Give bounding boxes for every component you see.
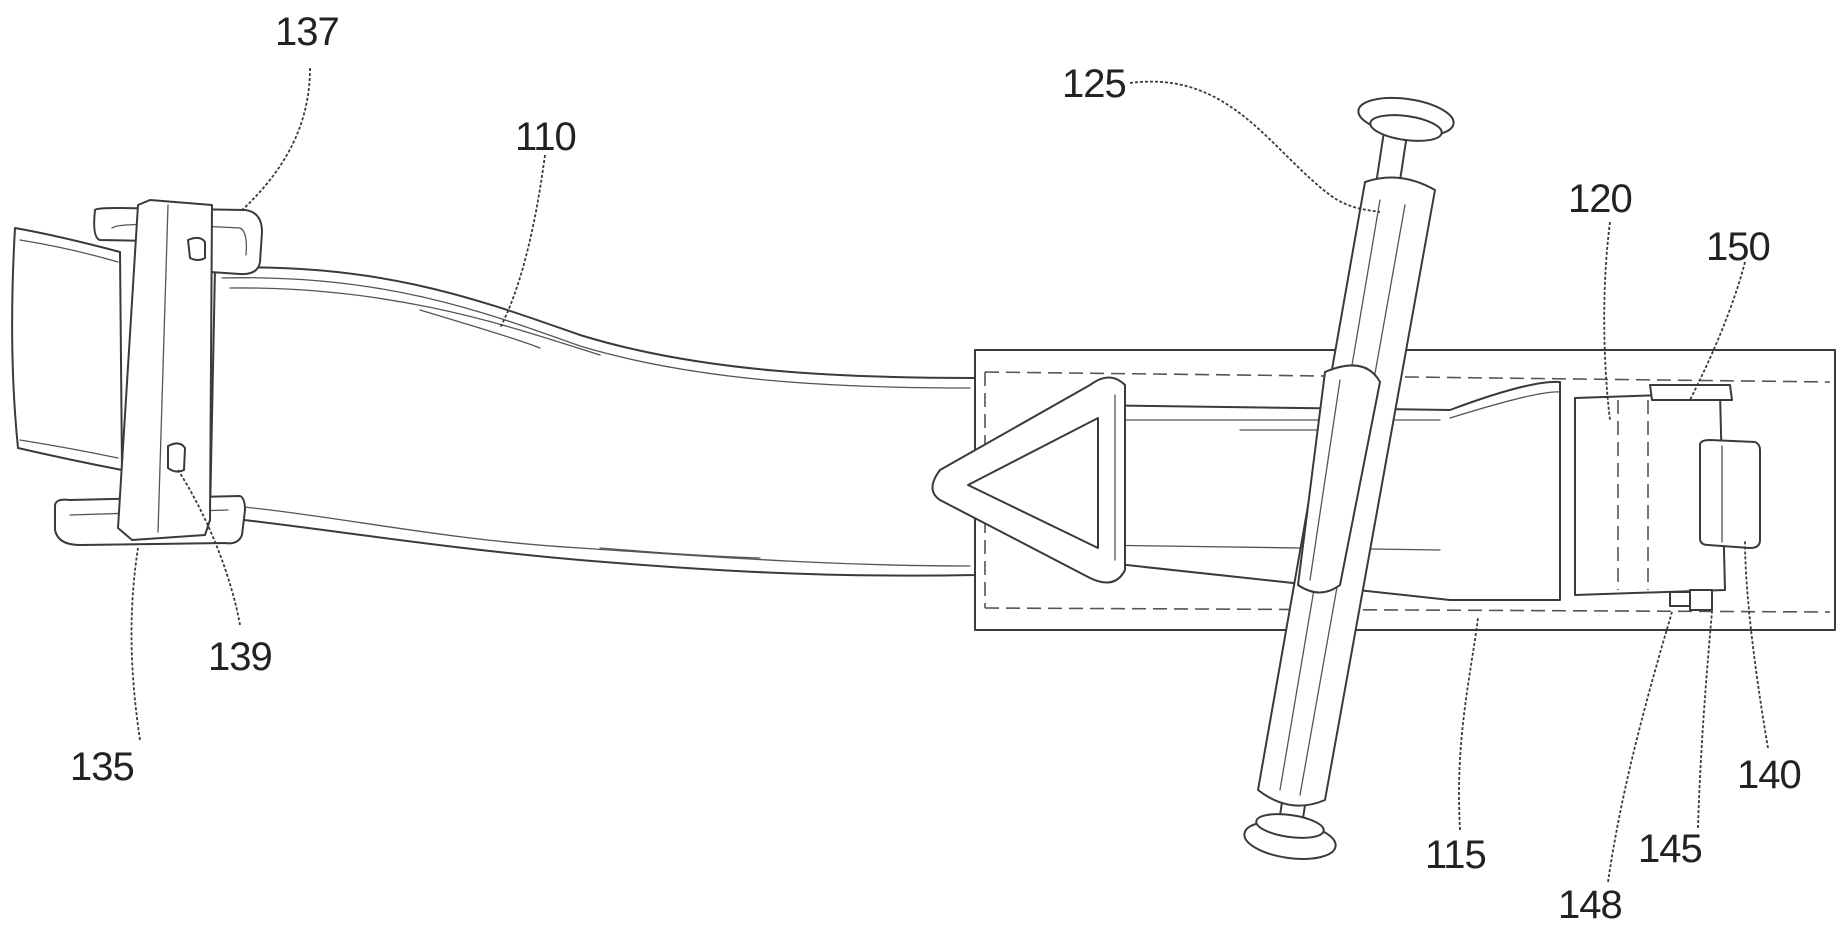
- leader-135: [130, 547, 141, 741]
- leader-120: [1603, 221, 1611, 421]
- left-strap-end: [11, 227, 123, 471]
- leader-150: [1689, 261, 1746, 401]
- buckle-135: [54, 199, 263, 546]
- leader-139: [177, 469, 241, 626]
- triangle-ring: [931, 376, 1126, 584]
- roller-125: [1243, 96, 1455, 860]
- label-120: 120: [1568, 177, 1632, 221]
- label-140: 140: [1737, 753, 1801, 797]
- leader-140: [1744, 539, 1769, 749]
- label-145: 145: [1638, 827, 1702, 871]
- label-125: 125: [1062, 62, 1126, 106]
- reference-labels: 137 110 125 120 150 139 135 115 140 145 …: [70, 10, 1802, 927]
- label-110: 110: [515, 115, 576, 159]
- label-148: 148: [1558, 883, 1622, 927]
- leader-145: [1697, 611, 1713, 829]
- strap-110: [209, 266, 976, 577]
- label-139: 139: [208, 635, 272, 679]
- leader-137: [239, 67, 311, 213]
- label-150: 150: [1706, 225, 1770, 269]
- anchor-element: [1574, 384, 1761, 611]
- label-137: 137: [275, 10, 339, 54]
- label-135: 135: [70, 745, 134, 789]
- leader-148: [1607, 611, 1673, 883]
- label-115: 115: [1425, 833, 1486, 877]
- leader-lines: [130, 67, 1769, 883]
- leader-125: [1129, 80, 1381, 213]
- leader-115: [1458, 617, 1479, 831]
- leader-110: [499, 154, 546, 329]
